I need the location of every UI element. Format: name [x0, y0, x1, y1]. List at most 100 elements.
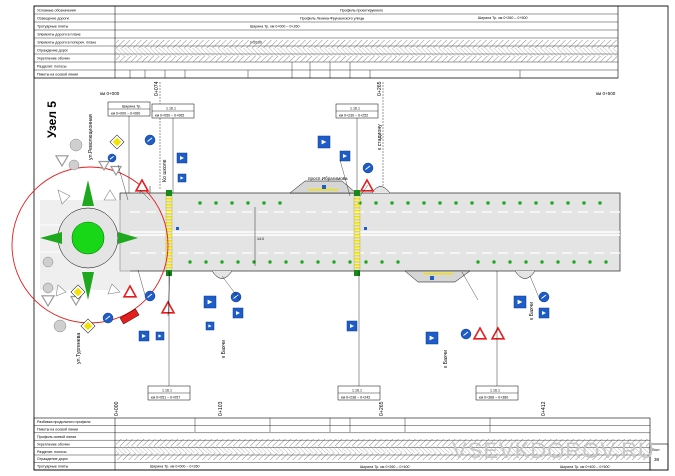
warning-triangle-sign — [359, 178, 375, 192]
top-hatch-band-3 — [116, 56, 617, 62]
bollard-dot — [406, 201, 410, 205]
bollard-dot — [540, 260, 544, 264]
callout-range: км 0+230 – 0+252 — [339, 114, 368, 118]
cross-street-label: просп.Ибрагимова — [308, 176, 348, 181]
information-square-sign — [513, 295, 527, 309]
callout-title: Ширина Тр. — [122, 105, 141, 109]
bollard-dot — [284, 260, 288, 264]
bus-stop-sign-bottom — [430, 276, 434, 280]
callout-box: Ширина Тр. км 0+000 – 0+060 — [107, 101, 151, 193]
callout-box: 1.16.1 км 0+230 – 0+252 — [335, 103, 379, 193]
warning-triangle-sign — [122, 284, 138, 298]
mandatory-round-sign — [102, 312, 114, 324]
bollard-dot — [502, 201, 506, 205]
top-row-value: Профиль Ленина-Фрунзенского улицы — [300, 17, 365, 21]
yield-sign-grey — [54, 155, 70, 168]
roundabout-island — [71, 221, 105, 255]
side-road-bot-2 — [514, 270, 536, 279]
bollard-dot — [220, 260, 224, 264]
yield-sign-grey — [97, 160, 111, 172]
bollard-dot — [188, 260, 192, 264]
top-row-value: Ширина Тр. км 0+000 – 0+260 — [250, 25, 300, 29]
mandatory-round-sign — [144, 134, 156, 146]
bollard-dot — [364, 260, 368, 264]
bottom-row-label: Профиль осевой линии — [37, 435, 76, 439]
bollard-dot — [396, 260, 400, 264]
top-right-width-label: Ширина Тр. км 0+260 – 0+500 — [478, 16, 528, 20]
bottom-row-label: Укрепление обочин — [37, 442, 70, 446]
station-bot-mid1: 0+103 — [218, 401, 224, 416]
callout-box: 1.16.1км 0+051 – 0+057 — [147, 271, 191, 401]
bollard-dot — [230, 201, 234, 205]
branch-label-1: к Бахчи — [221, 340, 227, 358]
top-row-label: Ограждение дорог — [37, 49, 69, 53]
bollard-dot — [204, 260, 208, 264]
information-square-sign — [203, 295, 217, 309]
warning-triangle-sign — [490, 326, 506, 340]
roundabout-sign-grey — [68, 159, 80, 171]
station-left-top: 0+074 — [154, 81, 160, 96]
callout-range: км 0+050 – 0+065 — [155, 114, 184, 118]
warning-triangle-sign — [160, 300, 176, 314]
roundabout-sign-grey — [69, 138, 83, 152]
top-row-label: Условные обозначения — [37, 9, 76, 13]
crosswalk-right — [353, 190, 361, 276]
mandatory-round-sign — [460, 328, 472, 340]
bollard-dot — [470, 201, 474, 205]
top-row-label: Пикеты на осевой линии — [37, 73, 78, 77]
sheet-number: 38 — [654, 457, 660, 462]
bottom-row-label: Пикеты на осевой линии — [37, 428, 78, 432]
information-square-sign — [205, 321, 215, 331]
mandatory-round-sign — [362, 162, 374, 174]
mandatory-round-sign — [144, 290, 156, 302]
main-road — [119, 192, 621, 272]
bollard-dot — [582, 201, 586, 205]
ped-signal-right-1 — [364, 227, 367, 230]
bollard-dot — [566, 201, 570, 205]
station-end: км 0+500 — [596, 91, 616, 96]
roundabout-sign-grey — [42, 282, 54, 294]
bollard-dot — [390, 201, 394, 205]
priority-road-sign — [109, 134, 125, 150]
station-bot-left: 0+000 — [114, 401, 120, 416]
information-square-sign — [177, 173, 187, 183]
bollard-dot — [518, 201, 522, 205]
station-bot-mid2: 0+265 — [379, 401, 385, 416]
callout-box: 1.16.1 км 0+368 – 0+380 — [475, 271, 519, 401]
bollard-dot — [534, 201, 538, 205]
bottom-row-label: Разделит. полосы — [37, 450, 67, 454]
street-bottom-label: ул.Тургенева — [76, 333, 82, 364]
bollard-dot — [278, 201, 282, 205]
callout-range: км 0+368 – 0+380 — [479, 396, 508, 400]
callout-title: 1.16.1 — [490, 389, 500, 393]
information-square-sign — [339, 150, 351, 162]
bollard-dot — [486, 201, 490, 205]
information-square-sign — [138, 330, 150, 342]
station-start: км 0+000 — [100, 91, 120, 96]
direction-chevron-sign — [119, 308, 140, 325]
bollard-dot — [300, 260, 304, 264]
callout-range: км 0+051 – 0+057 — [151, 396, 180, 400]
callout-title: 1.16.1 — [350, 107, 360, 111]
callout-title: 1.16.1 — [352, 389, 362, 393]
top-row-label: Тротуарные плиты — [37, 25, 69, 29]
bollard-dot — [454, 201, 458, 205]
callout-range: км 0+000 – 0+060 — [111, 112, 140, 116]
bollard-dot — [572, 260, 576, 264]
information-square-sign — [538, 307, 550, 319]
information-square-sign — [155, 331, 165, 341]
yield-sign-grey — [40, 295, 56, 308]
sign-leaders — [117, 159, 541, 317]
bollard-dot — [492, 260, 496, 264]
information-square-sign — [425, 331, 439, 345]
bus-stop-sign — [322, 185, 326, 189]
callout-range: км 0+238 – 0+242 — [341, 396, 370, 400]
bottom-mid-width-label: Ширина Тр. км 0+260 – 0+400 — [360, 465, 410, 469]
top-hatch-band-2 — [116, 48, 617, 56]
node-label: Узел 5 — [45, 101, 59, 138]
watermark: VSEVKDOROV.RU — [452, 438, 655, 463]
station-mid-top: 0+265 — [377, 81, 383, 96]
